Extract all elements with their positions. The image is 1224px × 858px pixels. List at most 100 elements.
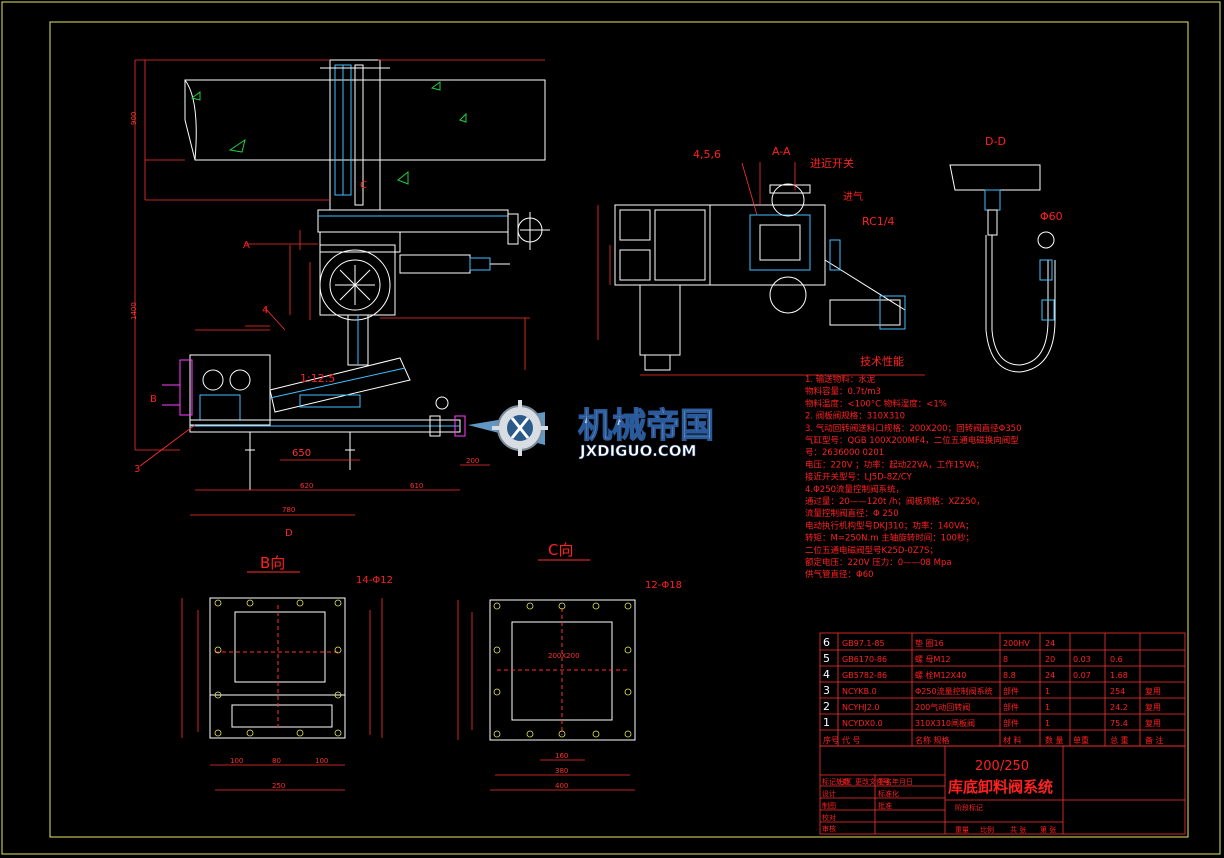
bom-cell-name: 垫 圈16 bbox=[915, 638, 944, 648]
c-view bbox=[489, 599, 636, 741]
title-block-label: 共 张 bbox=[1010, 825, 1026, 834]
title-block-label: 分区 bbox=[838, 777, 852, 786]
bom-cell-no: 2 bbox=[823, 700, 830, 713]
bom-cell-no: 6 bbox=[823, 636, 830, 649]
tech-line: 物料温度：<100°C 物料湿度：<1% bbox=[805, 398, 947, 409]
label-b-main: B bbox=[150, 394, 157, 405]
dim-780: 780 bbox=[282, 506, 295, 514]
bom-cell-qty: 1 bbox=[1045, 687, 1050, 696]
tech-title: 技术性能 bbox=[860, 354, 904, 368]
label-3-main: 3 bbox=[134, 464, 140, 475]
title-block-label: 第 张 bbox=[1040, 825, 1056, 834]
tech-line: 流量控制阀直径：Φ 250 bbox=[805, 508, 899, 519]
tech-line: 电动执行机构型号DKJ310；功率：140VA； bbox=[805, 520, 974, 531]
watermark-cn: 机械帝国 bbox=[578, 406, 714, 446]
bom-cell-mat: 部件 bbox=[1003, 686, 1019, 696]
label-a-main: A bbox=[243, 240, 250, 251]
aa-label-456: 4,5,6 bbox=[693, 148, 721, 161]
bom-cell-mat: 200HV bbox=[1003, 639, 1030, 648]
tech-line: 号：2636000 0201 bbox=[805, 448, 884, 458]
b-view-bolt-holes bbox=[214, 599, 342, 737]
tech-line: 供气管直径：Φ60 bbox=[805, 569, 874, 580]
b-dim-250: 250 bbox=[272, 782, 285, 790]
bom-cell-name: 螺 栓M12X40 bbox=[915, 670, 966, 680]
bom-cell-name: Φ250流量控制阀系统 bbox=[915, 686, 993, 696]
b-view-dimensions bbox=[181, 598, 383, 791]
bom-header-cell: 代 号 bbox=[842, 735, 861, 745]
title-block-label: 设计 bbox=[822, 789, 836, 798]
title-block-label: 制图 bbox=[822, 801, 836, 810]
title-block-label: 重量 bbox=[955, 826, 969, 834]
bom-header-cell: 单重 bbox=[1073, 735, 1089, 745]
title-name: 库底卸料阀系统 bbox=[948, 778, 1053, 796]
tech-line: 物料容量：0.7t/m3 bbox=[805, 386, 881, 397]
aa-label-gas: 进气 bbox=[843, 190, 863, 203]
c-dim-380: 380 bbox=[555, 767, 568, 775]
dd-title: D-D bbox=[985, 135, 1006, 148]
dim-650: 650 bbox=[292, 448, 311, 459]
c-dim-160: 160 bbox=[555, 752, 568, 760]
title-block-frame bbox=[819, 745, 1186, 835]
bom-cell-qty: 1 bbox=[1045, 703, 1050, 712]
bom-header-cell: 备 注 bbox=[1145, 735, 1164, 745]
bom-cell-no: 5 bbox=[823, 652, 830, 665]
bom-cell-total: 1.68 bbox=[1110, 671, 1128, 680]
b-dim-100a: 100 bbox=[230, 757, 243, 765]
bom-cell-code: NCYHJ2.0 bbox=[842, 703, 879, 712]
bom-cell-no: 3 bbox=[823, 684, 830, 697]
bom-cell-code: NCYKB.0 bbox=[842, 687, 877, 696]
bom-cell-total: 0.6 bbox=[1110, 655, 1123, 664]
title-block-label: 比例 bbox=[980, 825, 994, 834]
bom-cell-code: GB5782-86 bbox=[842, 671, 887, 680]
scale-note: 1:12.5 bbox=[300, 372, 335, 385]
dim-1400: 1400 bbox=[130, 302, 138, 320]
bom-header-cell: 材 料 bbox=[1003, 735, 1022, 745]
tech-line: 额定电压：220V 压力：0——08 Mpa bbox=[805, 557, 952, 568]
dim-620: 620 bbox=[300, 482, 313, 490]
dim-200: 200 bbox=[466, 457, 479, 465]
aa-label-switch: 进近开关 bbox=[810, 156, 854, 170]
title-model: 200/250 bbox=[975, 759, 1029, 774]
tech-line: 转矩：M=250N.m 主轴旋转时间：100秒； bbox=[805, 533, 974, 544]
bom-cell-name: 310X310闸板阀 bbox=[915, 718, 975, 728]
tech-line: 电压：220V ；功率：起动22VA，工作15VA； bbox=[805, 459, 984, 470]
bom-cell-no: 1 bbox=[823, 716, 830, 729]
tech-notes: 1. 输送物料：水泥 物料容量：0.7t/m3 物料温度：<100°C 物料湿度… bbox=[805, 374, 1022, 580]
aa-title: A-A bbox=[772, 145, 791, 158]
b-dim-100b: 100 bbox=[315, 757, 328, 765]
title-block-label: 标记处数 bbox=[822, 777, 850, 786]
aa-dimensions bbox=[597, 162, 925, 376]
bom-header-cell: 数 量 bbox=[1045, 735, 1064, 745]
bom-cell-code: GB6170-86 bbox=[842, 655, 887, 664]
bom-header-cell: 序号 bbox=[823, 735, 839, 745]
main-elevation-view bbox=[162, 59, 550, 490]
bom-cell-code: NCYDX0.0 bbox=[842, 719, 883, 728]
tech-line: 2. 阀板阀规格：310X310 bbox=[805, 411, 905, 422]
bom-cell-code: GB97.1-85 bbox=[842, 639, 885, 648]
dd-section-view bbox=[949, 164, 1056, 373]
b-dim-80: 80 bbox=[272, 757, 281, 765]
c-view-dimensions bbox=[457, 600, 635, 791]
dim-610: 610 bbox=[410, 482, 423, 490]
bom-cell-total: 24.2 bbox=[1110, 703, 1128, 712]
main-dimensions bbox=[134, 59, 545, 516]
b-view bbox=[209, 597, 346, 739]
tech-line: 气缸型号：QGB 100X200MF4，二位五通电磁换向阀型 bbox=[805, 435, 1019, 446]
bom-cell-note: 复用 bbox=[1145, 718, 1161, 728]
label-d-main: D bbox=[285, 528, 293, 539]
bom-cell-name: 螺 母M12 bbox=[915, 654, 951, 664]
c-view-title: C向 bbox=[548, 541, 573, 559]
tech-line: 接近开关型号：LJ5D-8Z/CY bbox=[805, 472, 913, 483]
title-block-labels: 标记处数分区更改文件号签名年月日设计标准化制图批准校对审核阶段标记重量比例共 张… bbox=[822, 777, 1056, 834]
title-block-label: 标准化 bbox=[878, 789, 899, 798]
title-block-label: 更改文件号 bbox=[855, 777, 890, 786]
bom-cell-unit: 0.03 bbox=[1073, 655, 1091, 664]
title-block-label: 签名 bbox=[878, 777, 892, 786]
tech-line: 3. 气动回转阀送料口规格：200X200；回转阀直径Φ350 bbox=[805, 423, 1022, 434]
tech-line: 二位五通电磁阀型号K25D-0Z7S； bbox=[805, 545, 938, 556]
bom-cell-name: 200气动回转阀 bbox=[915, 702, 970, 712]
dd-phi60: Φ60 bbox=[1040, 210, 1063, 223]
title-block-label: 审核 bbox=[822, 824, 836, 833]
